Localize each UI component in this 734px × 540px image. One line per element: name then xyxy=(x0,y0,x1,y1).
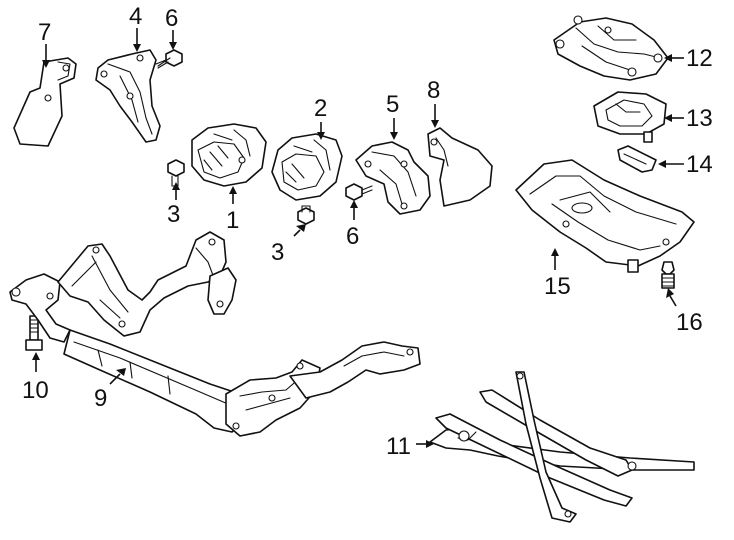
part-2-transmission-mount xyxy=(271,133,343,201)
callout-4: 4 xyxy=(129,3,142,30)
part-11-x-brace xyxy=(429,371,695,523)
part-6-bolt-upper xyxy=(155,49,183,69)
part-6-bolt-center xyxy=(345,183,373,201)
part-5-mount-bracket xyxy=(355,141,431,215)
callout-7: 7 xyxy=(38,19,51,46)
callout-5: 5 xyxy=(386,91,399,118)
part-15-crossmember-tray xyxy=(515,159,695,273)
callout-10: 10 xyxy=(22,377,49,404)
callout-3-left: 3 xyxy=(167,201,180,228)
part-9-subframe xyxy=(9,231,421,437)
callout-13: 13 xyxy=(686,105,713,132)
callout-11: 11 xyxy=(386,433,411,460)
leader-lines xyxy=(32,28,684,448)
part-4-mount-bracket xyxy=(95,49,161,143)
callout-6-center: 6 xyxy=(346,223,359,250)
part-7-shield-bracket xyxy=(13,57,77,147)
part-3-bolt-center xyxy=(297,205,315,225)
callout-3-center: 3 xyxy=(271,239,284,266)
callout-2: 2 xyxy=(314,95,327,122)
part-12-transmission-support xyxy=(553,15,669,81)
callout-15: 15 xyxy=(544,273,571,300)
callout-8: 8 xyxy=(427,77,440,104)
part-14-shim-plate xyxy=(617,145,657,173)
callout-9: 9 xyxy=(94,385,107,412)
part-13-mount-insulator xyxy=(593,91,667,143)
callout-1: 1 xyxy=(226,207,239,234)
part-1-engine-mount xyxy=(191,123,267,187)
callout-12: 12 xyxy=(686,45,713,72)
callout-6-upper: 6 xyxy=(165,5,178,32)
part-16-bolt xyxy=(661,261,675,289)
callout-16: 16 xyxy=(676,309,703,336)
callout-14: 14 xyxy=(686,151,713,178)
part-8-heat-shield xyxy=(427,127,493,207)
callout-numbers: 7 4 6 1 3 2 3 6 5 8 9 10 11 12 13 14 15 … xyxy=(22,3,713,460)
